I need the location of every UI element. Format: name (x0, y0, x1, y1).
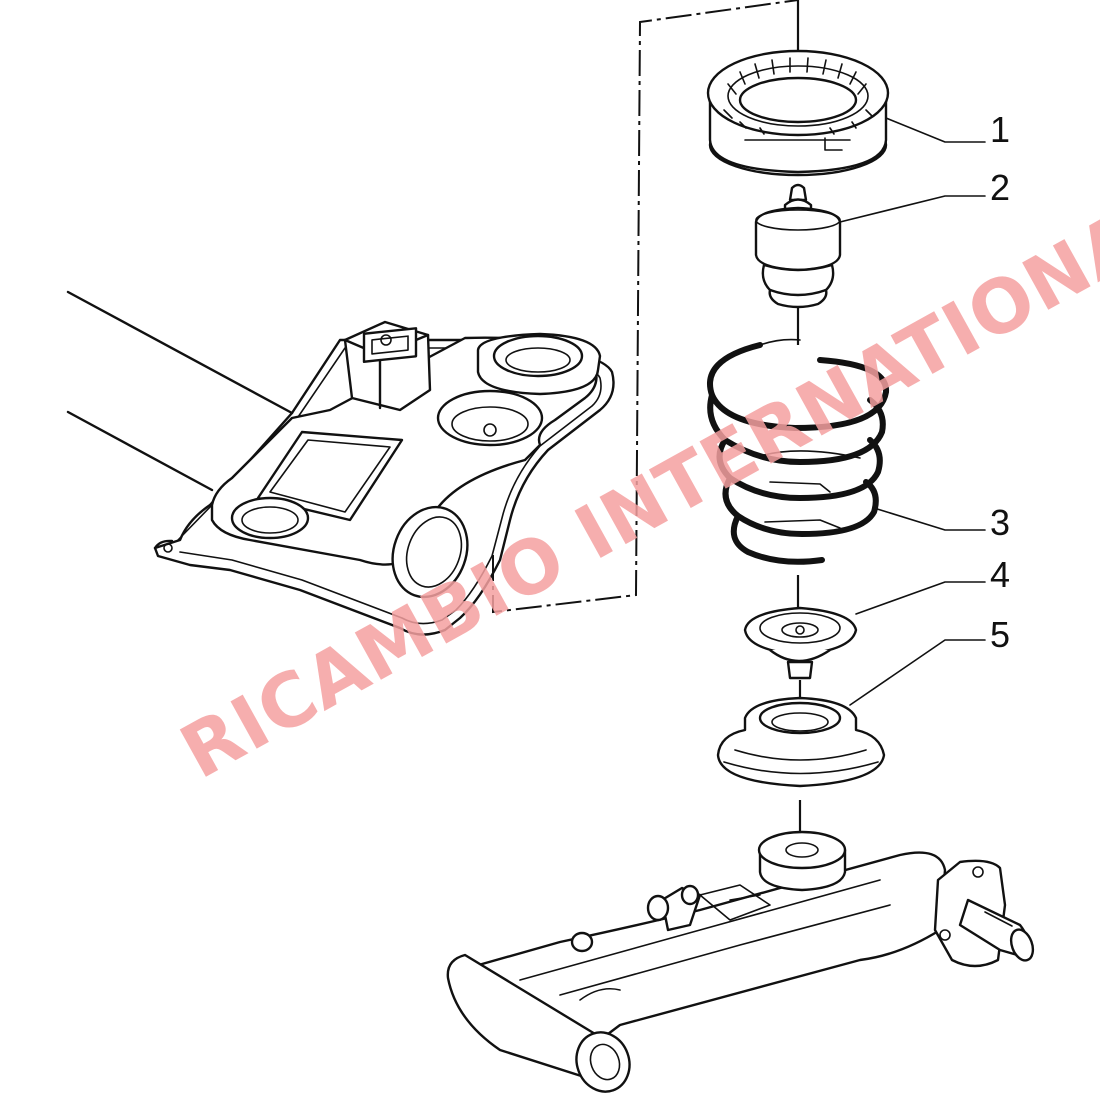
part-4-spring-pad (743, 606, 858, 680)
lower-suspension-arm (446, 830, 1035, 1093)
part-2-bump-stop (754, 183, 842, 309)
callout-leaders (839, 117, 986, 706)
part-5-lower-seat (716, 696, 886, 788)
part-1-top-mount (706, 49, 890, 177)
part-3-coil-spring (707, 338, 889, 565)
callout-3: 3 (990, 502, 1010, 543)
callout-1: 1 (990, 109, 1010, 150)
callout-2: 2 (990, 167, 1010, 208)
callout-4: 4 (990, 554, 1010, 595)
assembly-guide-line (492, 0, 799, 614)
chassis-crossmember (66, 290, 615, 636)
callout-numbers: 1 2 3 4 5 (990, 109, 1010, 655)
callout-5: 5 (990, 614, 1010, 655)
